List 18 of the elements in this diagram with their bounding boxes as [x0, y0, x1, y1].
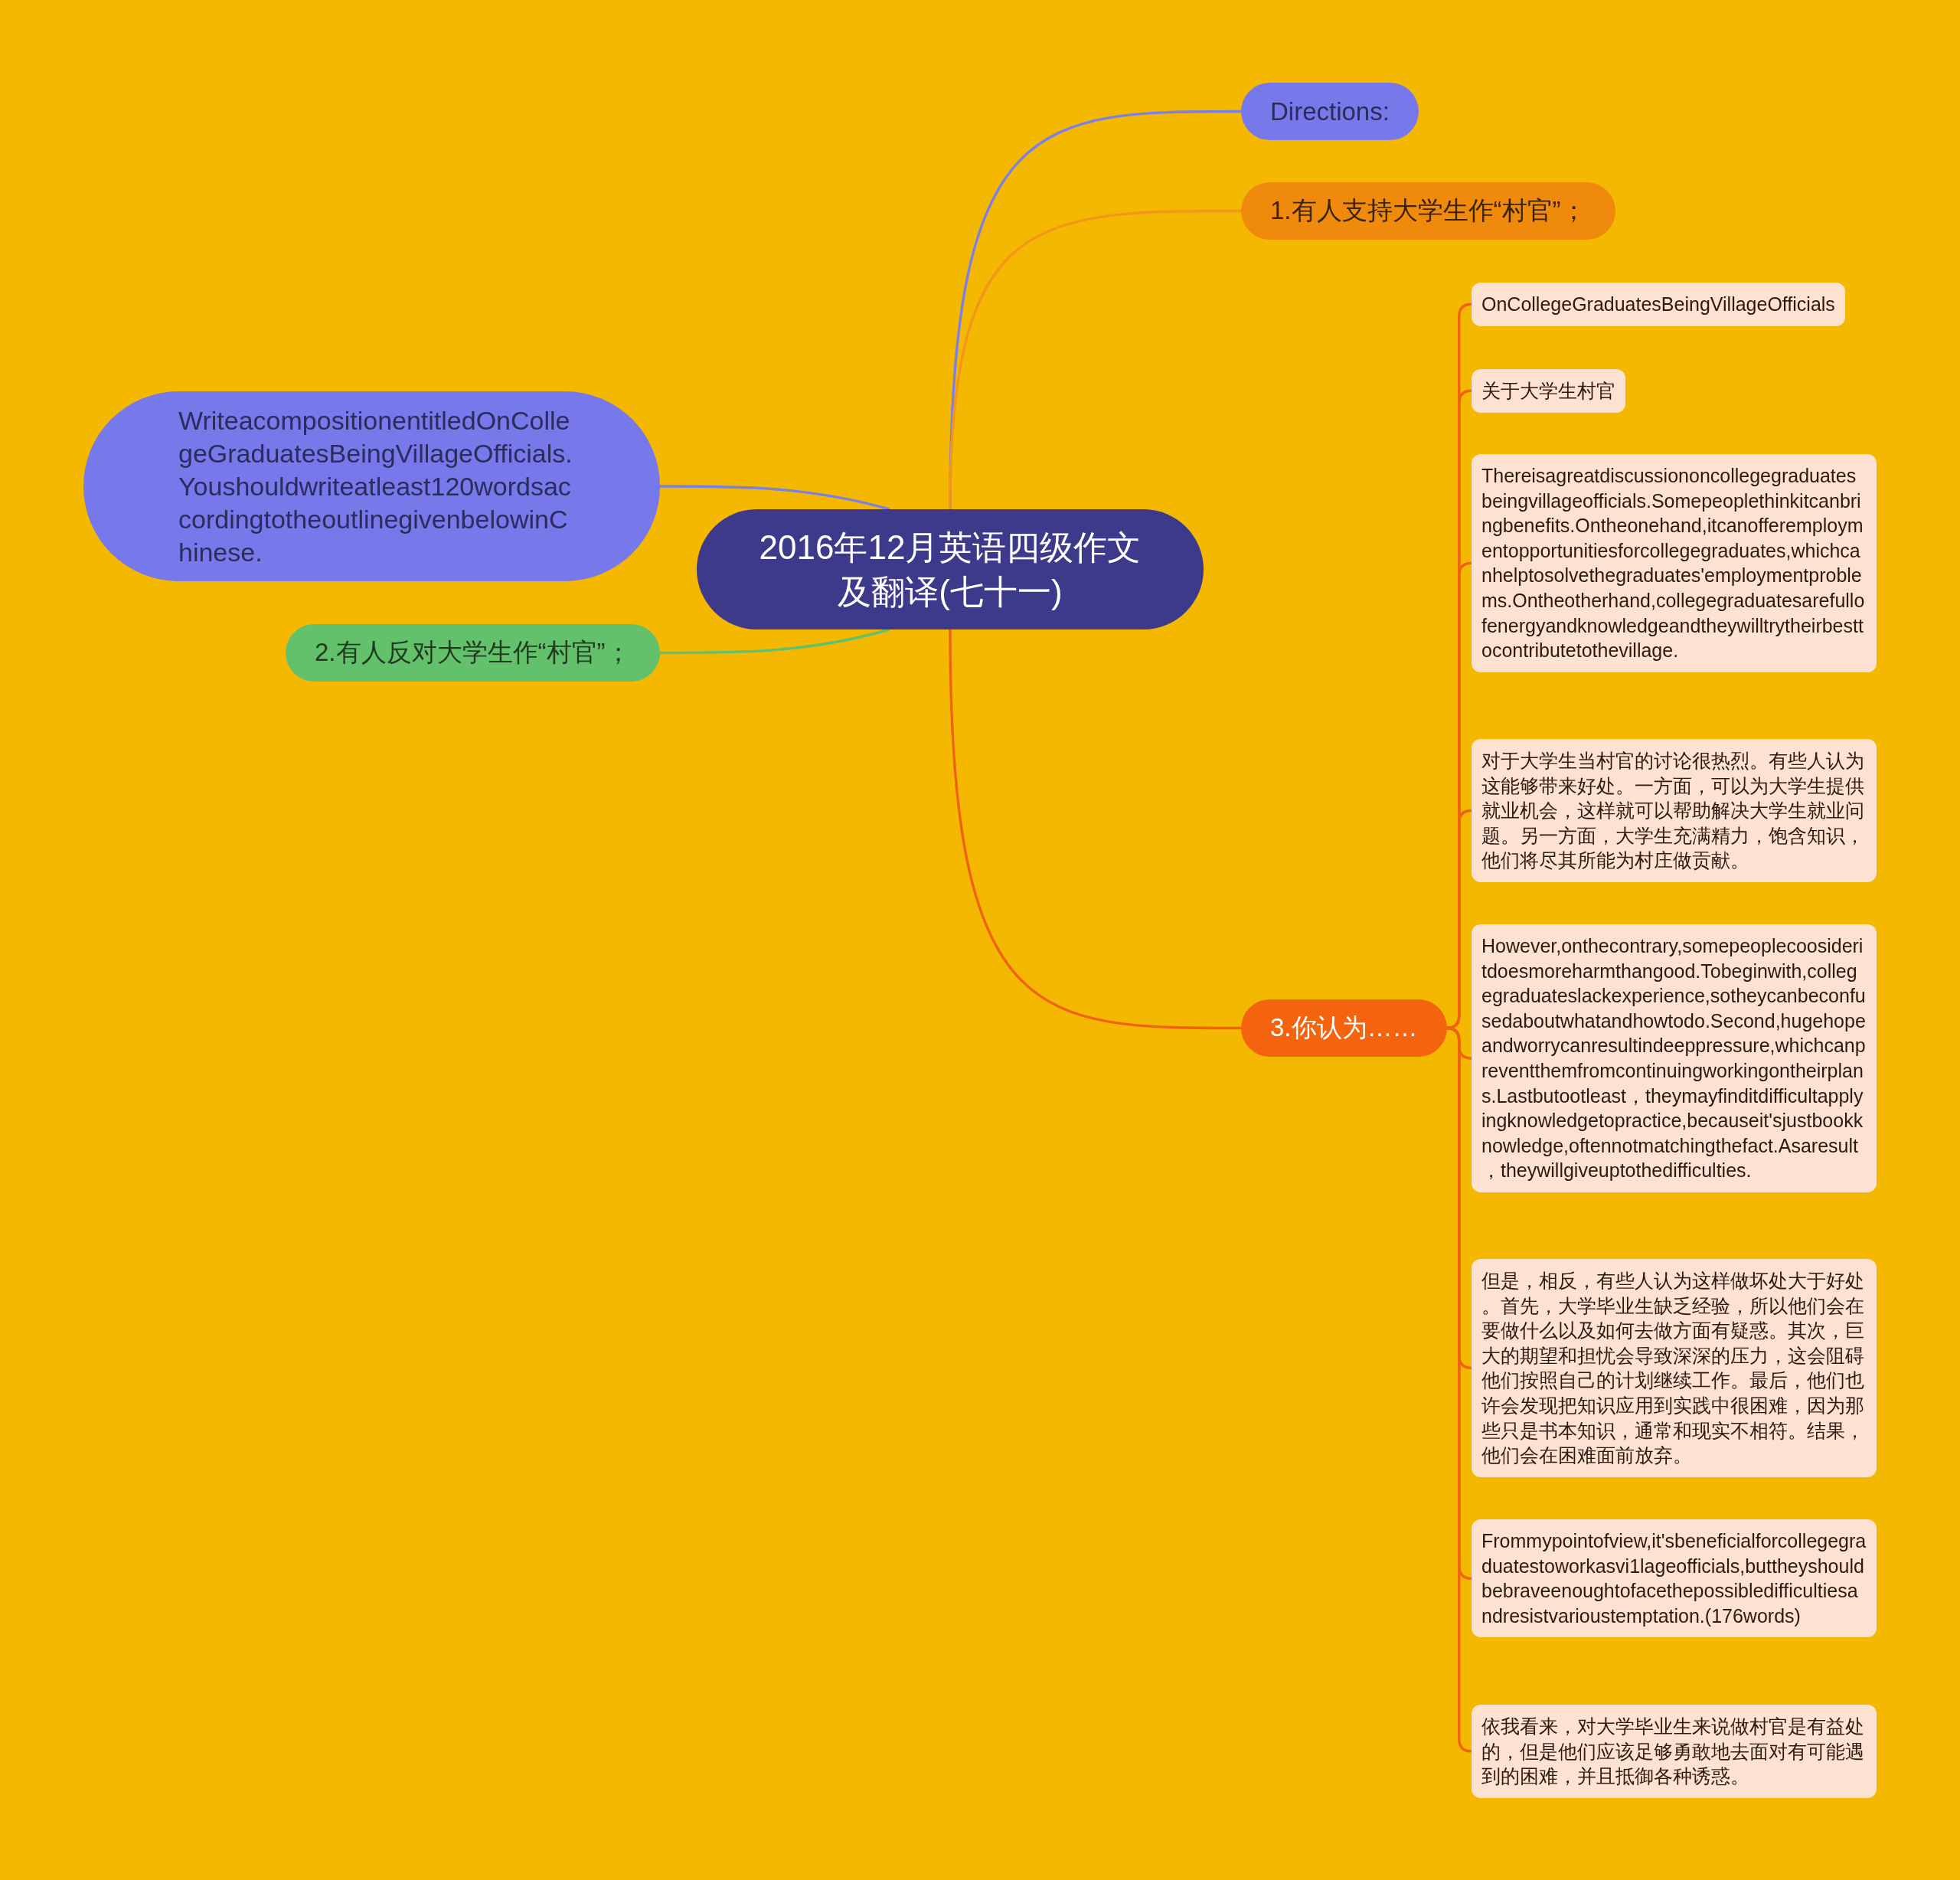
connector-line [949, 629, 1241, 1030]
text-card: 对于大学生当村官的讨论很热烈。有些人认为这能够带来好处。一方面，可以为大学生提供就业机会，这样就可以帮助解决大学生就业问题。另一方面，大学生充满精力，饱含知识，他们将尽其所能为村庄做贡献。 [1472, 739, 1877, 882]
text-card: However,onthecontrary,somepeoplecoosideritdoesmoreharmthangood.Tobeginwith,collegegraduateslackexperience,sotheycanbeconfusedaboutwhatandhowtodo.Second,hugehopeandworrycanresultindeeppressure,whichcanpreventthemfromcontinuingworkingontheirplans.Lastbutootleast，theymayfinditdifficultapplyingknowledgetopractice,becauseit'sjustbookknowledge,oftennotmatchingthefact.Asaresult，theywillgiveuptothedifficulties. [1472, 924, 1877, 1192]
central-topic: 2016年12月英语四级作文及翻译(七十一) [697, 509, 1204, 629]
branch-topic: 2.有人反对大学生作“村官”； [286, 624, 660, 682]
connector-line [659, 628, 890, 655]
text-card: 依我看来，对大学毕业生来说做村官是有益处的，但是他们应该足够勇敢地去面对有可能遇到的困难，并且抵御各种诱惑。 [1472, 1705, 1877, 1798]
text-card: 但是，相反，有些人认为这样做坏处大于好处。首先，大学毕业生缺乏经验，所以他们会在要做什么以及如何去做方面有疑惑。其次，巨大的期望和担忧会导致深深的压力，这会阻碍他们按照自己的计划继续工作。最后，他们也许会发现把知识应用到实践中很困难，因为那些只是书本知识，通常和现实不相符。结果，他们会在困难面前放弃。 [1472, 1259, 1877, 1477]
text-card: Thereisagreatdiscussiononcollegegraduatesbeingvillageofficials.Somepeoplethinkitcanbringbenefits.Ontheonehand,itcanofferemploymentopportunitiesforcollegegraduates,whichcanhelptosolvethegraduates'employmentproblems.Ontheotherhand,collegegraduatesarefullofenergyandknowledgeandtheywilltrytheirbesttocontributetothevillage. [1472, 454, 1877, 672]
connector-line [660, 485, 890, 511]
branch-topic: Directions: [1241, 83, 1419, 140]
connector-line [949, 209, 1241, 510]
text-card: Frommypointofview,it'sbeneficialforcollegegraduatestoworkasvi1lageofficials,buttheyshouldbebraveenoughtofacethepossibledifficultiesandresistvarioustemptation.(176words) [1472, 1519, 1877, 1638]
text-card: 关于大学生村官 [1472, 369, 1625, 413]
branch-topic: 1.有人支持大学生作“村官”； [1241, 182, 1615, 240]
text-card: OnCollegeGraduatesBeingVillageOfficials [1472, 283, 1845, 326]
instruction-bubble: WriteacompositionentitledOnCollegeGraduatesBeingVillageOfficials.Youshouldwriteatleast120wordsaccordingtotheoutlinegivenbelowinChinese. [83, 391, 660, 581]
branch-topic: 3.你认为…… [1241, 999, 1447, 1057]
